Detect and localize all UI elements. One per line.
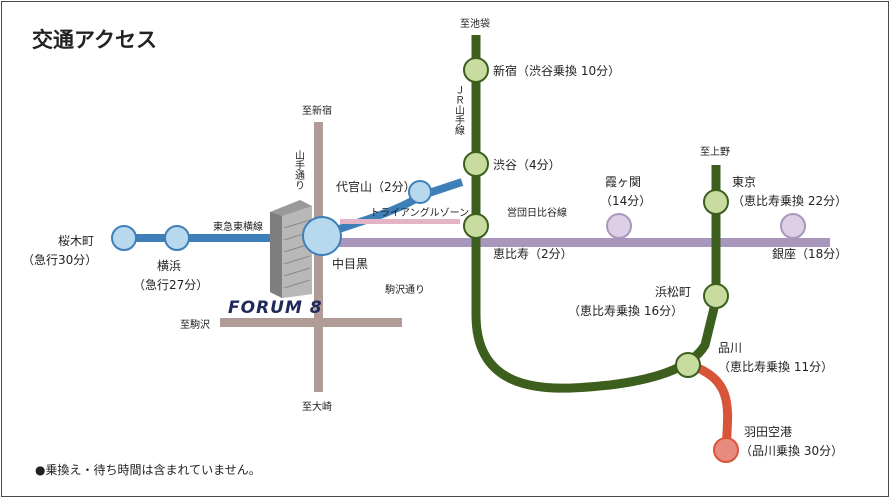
label-nakameguro: 中目黒 <box>332 256 368 271</box>
label-kasumigaseki-name: 霞ヶ関 <box>605 175 641 189</box>
page-title: 交通アクセス <box>32 28 157 52</box>
station-ebisu[interactable] <box>463 213 489 239</box>
label-yokohama-time: （急行27分） <box>133 277 208 292</box>
station-ginza[interactable] <box>780 213 806 239</box>
label-yokohama-name: 横浜 <box>157 259 181 273</box>
station-nakameguro[interactable] <box>302 216 342 256</box>
label-tokyo-name: 東京 <box>732 175 756 189</box>
label-ginza: 銀座（18分） <box>772 246 847 261</box>
yamanote-dori-label: 山手通り <box>293 150 305 190</box>
label-daikanyama: 代官山（2分） <box>336 179 416 194</box>
station-yokohama[interactable] <box>164 225 190 251</box>
station-daikanyama[interactable] <box>408 180 432 204</box>
label-shinjuku: 新宿（渋谷乗換 10分） <box>493 63 620 78</box>
komazawa-dori-road <box>220 318 402 327</box>
label-sakuragicho-name: 桜木町 <box>58 234 94 248</box>
label-shinagawa-time: （恵比寿乗換 11分） <box>718 360 833 374</box>
yamanote-dori-road <box>314 122 323 392</box>
triangle-zone-strip <box>340 219 460 224</box>
label-haneda-name: 羽田空港 <box>744 425 792 439</box>
label-hamamatsucho-name: 浜松町 <box>655 285 691 299</box>
label-kasumigaseki-time: （14分） <box>600 194 651 208</box>
toyoko-line-label: 東急東横線 <box>213 220 263 233</box>
station-kasumigaseki[interactable] <box>606 213 632 239</box>
station-tokyo[interactable] <box>703 189 729 215</box>
forum8-logo: FORUM 8 <box>228 298 323 318</box>
direction-komazawa: 至駒沢 <box>180 318 210 331</box>
label-sakuragicho-time: （急行30分） <box>22 252 97 267</box>
forum8-building <box>270 200 312 298</box>
station-sakuragicho[interactable] <box>111 225 137 251</box>
triangle-zone-label: トライアングルゾーン <box>370 206 469 219</box>
direction-shinjuku: 至新宿 <box>302 104 332 117</box>
komazawa-dori-label: 駒沢通り <box>385 283 425 296</box>
label-shinagawa-name: 品川 <box>718 341 742 355</box>
direction-ikebukuro: 至池袋 <box>460 17 490 30</box>
station-hamamatsucho[interactable] <box>703 283 729 309</box>
station-shibuya[interactable] <box>463 151 489 177</box>
hibiya-line-label: 営団日比谷線 <box>507 206 567 219</box>
station-shinagawa[interactable] <box>675 352 701 378</box>
label-shibuya: 渋谷（4分） <box>493 158 561 172</box>
label-haneda-time: （品川乗換 30分） <box>740 444 843 458</box>
station-shinjuku[interactable] <box>463 57 489 83</box>
jr-yamanote-label: ＪＲ山手線 <box>453 85 465 135</box>
keikyu-line <box>688 360 733 451</box>
hibiya-line <box>300 238 830 247</box>
footnote: ●乗換え・待ち時間は含まれていません。 <box>35 462 261 477</box>
direction-ueno: 至上野 <box>700 146 730 158</box>
label-tokyo-time: （恵比寿乗換 22分） <box>732 194 847 208</box>
direction-osaki: 至大崎 <box>302 400 332 413</box>
label-hamamatsucho-time: （恵比寿乗換 16分） <box>568 304 683 318</box>
station-haneda[interactable] <box>713 437 739 463</box>
label-ebisu: 恵比寿（2分） <box>493 247 573 261</box>
